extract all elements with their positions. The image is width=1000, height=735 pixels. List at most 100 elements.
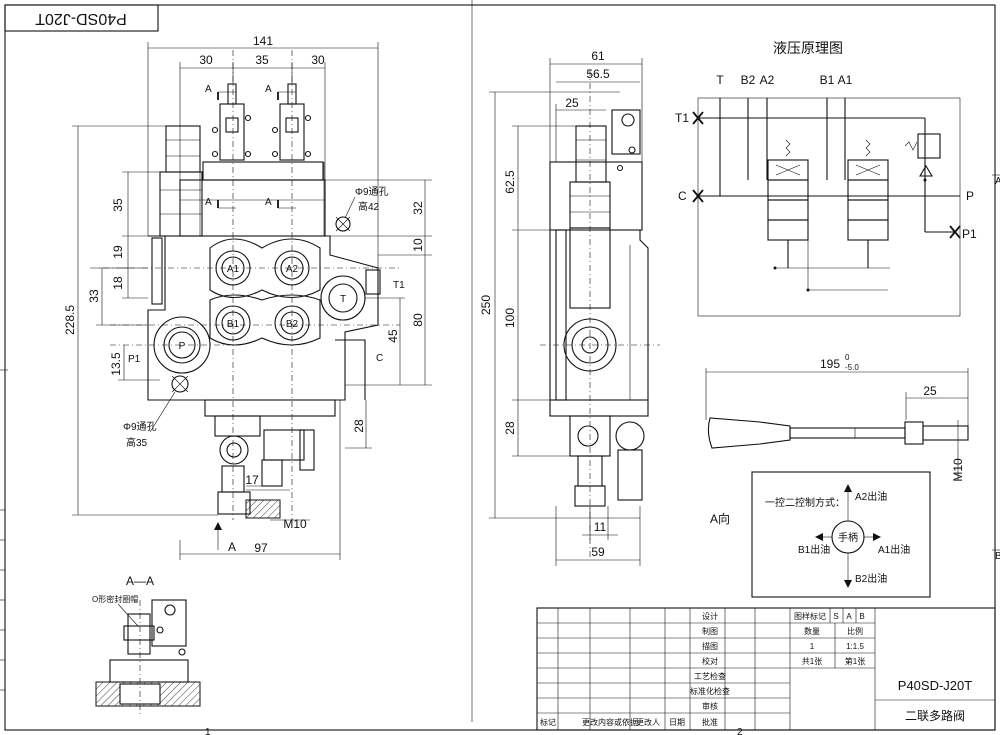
- schematic-label-p1: P1: [962, 227, 977, 241]
- direction-right: A1出油: [878, 543, 910, 556]
- port-a2-label: A2: [286, 264, 299, 275]
- dim-left-228-5: 228.5: [63, 305, 77, 335]
- border-number-1: 1: [205, 727, 211, 735]
- port-c-label: C: [376, 353, 383, 364]
- border-letter-a: A: [995, 176, 1000, 187]
- side-dim-56-5: 56.5: [586, 67, 610, 81]
- handle-dim-m10: M10: [951, 458, 965, 482]
- tb-qty-header: 数量: [804, 626, 820, 636]
- dim-top-30-right: 30: [311, 53, 325, 67]
- dim-bottom-m10: M10: [283, 517, 307, 531]
- handle-tol-lower: -5.0: [845, 363, 859, 372]
- tb-row-7: 审核: [702, 701, 718, 711]
- hole-note-upper-1: Φ9通孔: [355, 186, 389, 198]
- tb-footer-3: 更改人: [636, 717, 660, 727]
- section-aa: A—A O形密封圈帽: [92, 574, 201, 715]
- dim-left-33: 33: [87, 289, 101, 303]
- dim-left-13-5: 13.5: [109, 352, 123, 376]
- schematic-label-b1: B1: [820, 73, 835, 87]
- dim-left-19: 19: [111, 245, 125, 259]
- side-dim-250: 250: [479, 295, 493, 315]
- section-aa-title: A—A: [126, 574, 154, 588]
- schematic-label-t: T: [716, 73, 724, 87]
- direction-left: B1出油: [798, 543, 830, 556]
- border-letter-b: B: [995, 551, 1000, 562]
- tb-stage-b: B: [859, 612, 864, 621]
- dim-right-80: 80: [411, 313, 425, 327]
- schematic-label-a1: A1: [838, 73, 853, 87]
- tb-row-6: 标准化检查: [690, 686, 730, 696]
- dim-right-32: 32: [411, 201, 425, 215]
- hole-note-upper-2: 高42: [358, 200, 380, 213]
- side-dim-100: 100: [503, 308, 517, 328]
- front-view: A1 A2 B1 B2 T P T1 P1 C Φ9通孔 高42 Φ9通孔 高3…: [63, 34, 432, 560]
- dim-right-28: 28: [352, 419, 366, 433]
- hole-note-lower-1: Φ9通孔: [123, 421, 157, 433]
- tb-row-2: 制图: [702, 626, 718, 636]
- dim-bottom-97: 97: [254, 541, 268, 555]
- dim-left-18: 18: [111, 276, 125, 290]
- tb-code: P40SD-J20T: [898, 678, 972, 693]
- title-block: 设计 制图 描图 校对 工艺检查 标准化检查 审核 批准 图样标记 S A B …: [536, 607, 996, 731]
- port-p-label: P: [179, 341, 186, 352]
- corner-code-box: P40SD-J20T: [4, 4, 159, 32]
- dim-top-141: 141: [253, 34, 273, 48]
- tb-scale-header: 比例: [847, 626, 863, 636]
- dim-left-35: 35: [111, 198, 125, 212]
- tb-footer-1: 标记: [540, 717, 556, 727]
- tb-scale-value: 1:1.5: [846, 642, 864, 651]
- tb-row-3: 描图: [702, 641, 718, 651]
- tb-footer-2: 更改内容或依据: [582, 717, 638, 727]
- port-b1-label: B1: [227, 319, 240, 330]
- tb-footer-4: 日期: [669, 718, 685, 727]
- dim-top-30-left: 30: [199, 53, 213, 67]
- tb-stage-header: 图样标记: [794, 611, 826, 621]
- tb-stage-a: A: [846, 612, 852, 621]
- section-mark-4: A: [265, 197, 272, 208]
- tb-row-8: 批准: [702, 717, 718, 727]
- side-dim-62-5: 62.5: [503, 170, 517, 194]
- border-number-2: 2: [737, 727, 743, 735]
- section-aa-note: O形密封圈帽: [92, 594, 138, 604]
- schematic-label-p: P: [966, 189, 974, 203]
- direction-center: 手柄: [838, 531, 858, 544]
- section-mark-5: A: [228, 540, 236, 554]
- port-t1-label: T1: [393, 280, 405, 291]
- direction-down: B2出油: [855, 572, 887, 585]
- port-p1-label: P1: [128, 354, 141, 365]
- schematic-title: 液压原理图: [773, 40, 843, 56]
- side-view: 61 56.5 25 250 62.5 100 28 11 59: [479, 49, 660, 566]
- schematic-label-t1: T1: [675, 111, 689, 125]
- side-dim-61: 61: [591, 49, 605, 63]
- tb-row-1: 设计: [702, 611, 718, 621]
- handle-dim-195: 195: [820, 357, 840, 371]
- section-mark-2: A: [265, 84, 272, 95]
- section-mark-3: A: [205, 197, 212, 208]
- schematic-label-a2: A2: [760, 73, 775, 87]
- port-t-label: T: [340, 294, 346, 305]
- tb-sheet-no: 第1张: [845, 656, 865, 666]
- schematic-port-marks: [692, 111, 961, 239]
- direction-note: 一控二控制方式：: [765, 496, 845, 509]
- direction-view: A向 一控二控制方式： 手柄 A2出油 B2出油 B1出油 A1出油: [710, 471, 931, 598]
- schematic-label-b2: B2: [741, 73, 756, 87]
- section-mark-1: A: [205, 84, 212, 95]
- microswitch-left: [211, 83, 252, 161]
- port-b2-label: B2: [286, 319, 299, 330]
- handle-dim-25: 25: [923, 384, 937, 398]
- hole-note-lower-2: 高35: [126, 436, 148, 449]
- side-dim-25: 25: [565, 96, 579, 110]
- tb-sheets-total: 共1张: [802, 657, 822, 666]
- direction-view-label: A向: [710, 511, 730, 526]
- schematic-label-c: C: [678, 189, 687, 203]
- tb-row-5: 工艺检查: [694, 671, 726, 681]
- tb-name: 二联多路阀: [905, 708, 965, 723]
- hydraulic-schematic: 液压原理图 T B2 A2 B1 A1 T1 C P P1: [675, 40, 977, 317]
- tb-stage-s: S: [833, 612, 838, 621]
- side-dim-28: 28: [503, 421, 517, 435]
- dim-bottom-17: 17: [245, 473, 259, 487]
- handle-tol-upper: 0: [845, 353, 850, 362]
- handle-drawing: 195 0 -5.0 25 M10: [705, 353, 969, 482]
